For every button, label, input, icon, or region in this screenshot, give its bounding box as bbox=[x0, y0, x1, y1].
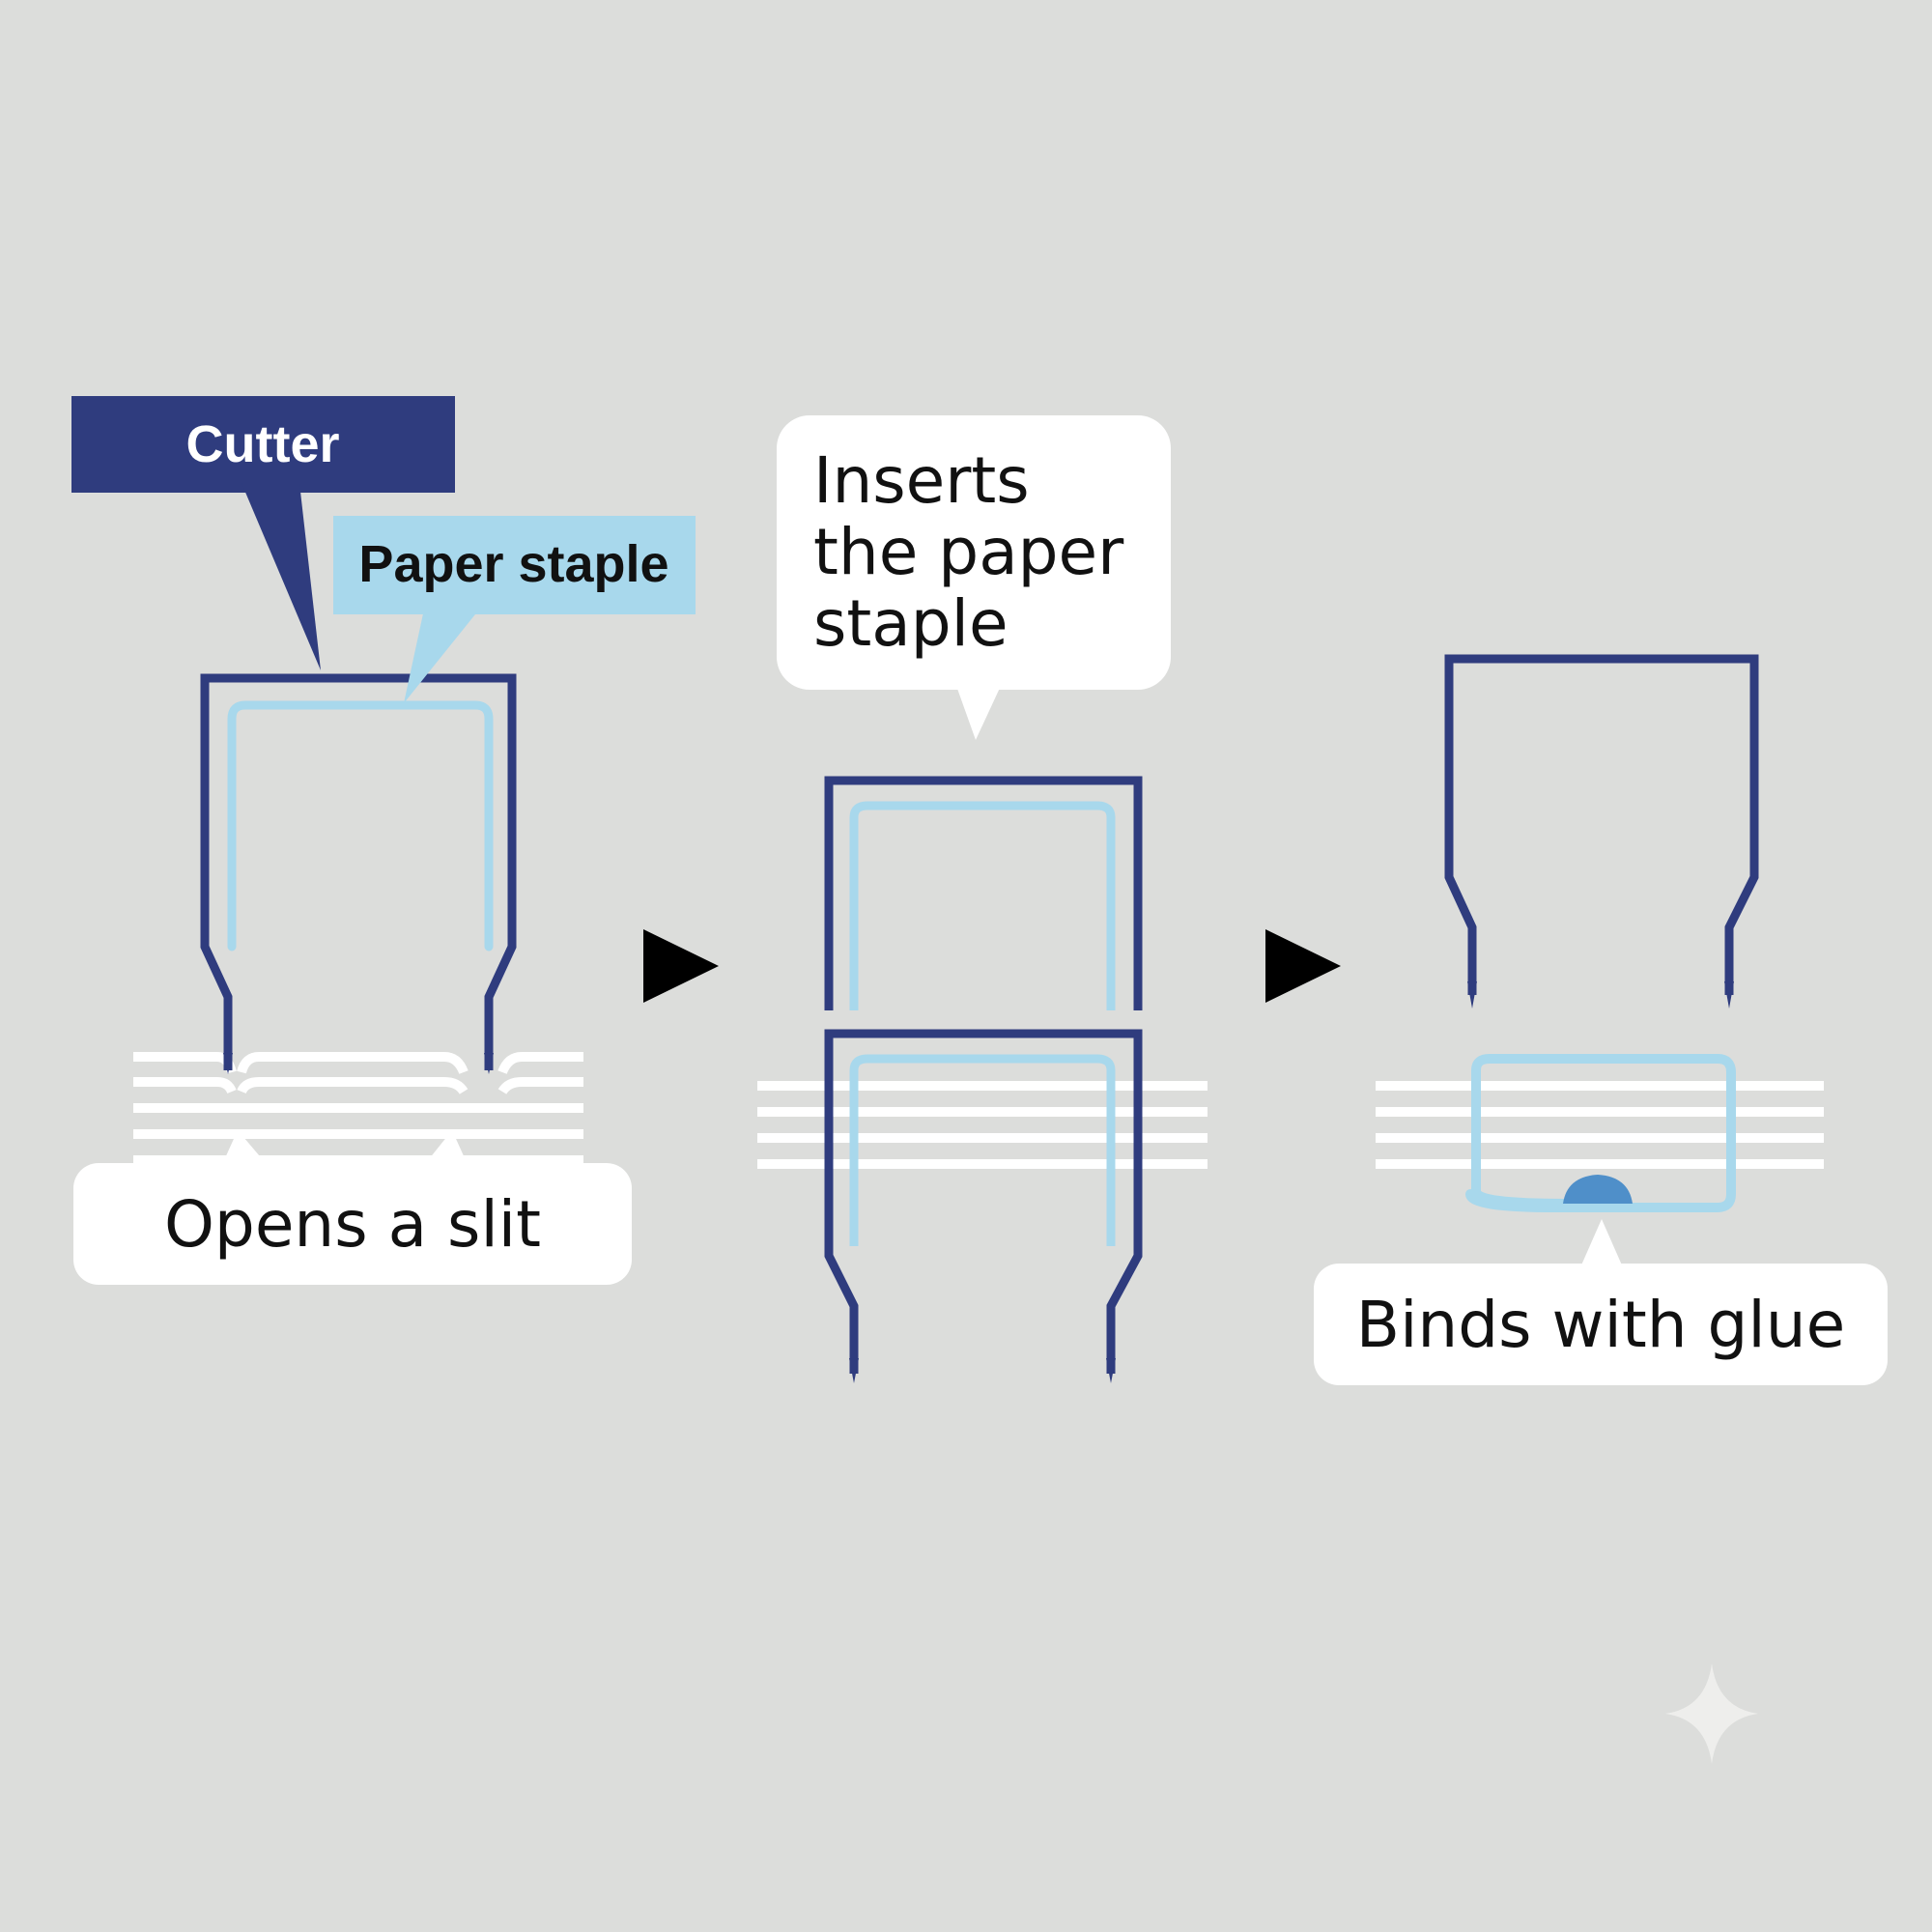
binds-glue-label: Binds with glue bbox=[1356, 1288, 1845, 1362]
cutter-tip-left-step3 bbox=[1467, 981, 1477, 1009]
opens-slit-callout: Opens a slit bbox=[73, 1130, 632, 1285]
step-1-opens-slit: Cutter Paper staple Opens a slit bbox=[71, 396, 696, 1285]
cutter-tip-right-step2 bbox=[1106, 1358, 1116, 1383]
cutter-label: Cutter bbox=[186, 415, 340, 473]
binds-glue-callout: Binds with glue bbox=[1314, 1219, 1888, 1385]
cutter-tip-left-step1 bbox=[223, 1053, 233, 1074]
paper-staple-label-callout: Paper staple bbox=[333, 516, 696, 703]
step-2-inserts-staple: Inserts the paper staple bbox=[757, 415, 1208, 1383]
opens-slit-label: Opens a slit bbox=[164, 1187, 541, 1262]
inserts-label-line2: the paper bbox=[813, 515, 1124, 589]
triangle-right-icon bbox=[1265, 929, 1341, 1003]
cutter-tip-right-step1 bbox=[484, 1053, 494, 1074]
paper-sheets-step3 bbox=[1376, 1081, 1824, 1169]
paper-staple-step1 bbox=[227, 700, 494, 952]
cutter-tip-right-step3 bbox=[1724, 981, 1734, 1009]
inserts-label-line3: staple bbox=[813, 586, 1009, 661]
paper-staple-label: Paper staple bbox=[358, 535, 668, 593]
inserts-staple-callout: Inserts the paper staple bbox=[777, 415, 1171, 740]
paper-staple-upper-step2 bbox=[849, 801, 1116, 1010]
cutter-lower-step2 bbox=[824, 1029, 1143, 1374]
paper-sheets-step1 bbox=[133, 1052, 583, 1165]
glue-drop bbox=[1563, 1175, 1633, 1204]
sparkle-icon bbox=[1665, 1663, 1758, 1764]
cutter-tip-left-step2 bbox=[849, 1358, 859, 1383]
cutter-step1 bbox=[200, 673, 517, 1070]
cutter-upper-step2 bbox=[824, 776, 1143, 1010]
paper-staple-lower-step2 bbox=[849, 1054, 1116, 1246]
cutter-step3 bbox=[1444, 654, 1759, 995]
inserts-label-line1: Inserts bbox=[813, 443, 1030, 518]
triangle-right-icon bbox=[643, 929, 719, 1003]
step-3-binds-glue: Binds with glue bbox=[1314, 654, 1888, 1385]
paper-staple-bound-step3 bbox=[1465, 1054, 1736, 1212]
cutter-label-callout: Cutter bbox=[71, 396, 455, 670]
